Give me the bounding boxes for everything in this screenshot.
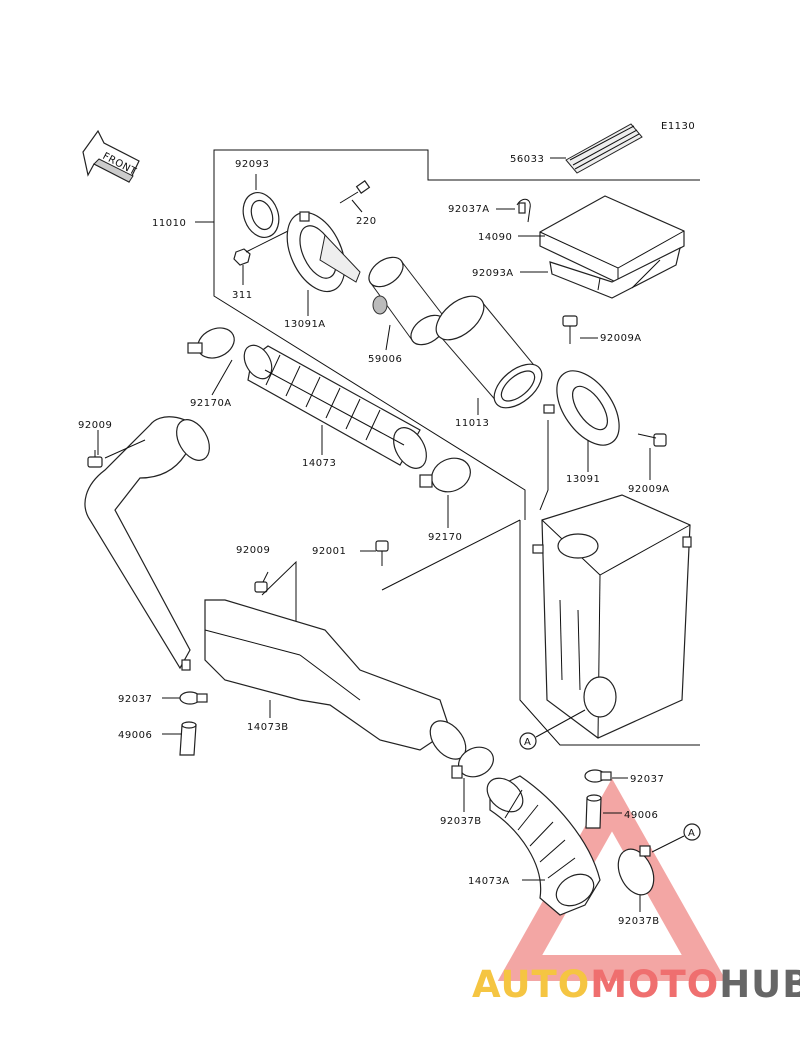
callout-a-left-text: A bbox=[524, 737, 531, 748]
seal-ring-part bbox=[242, 192, 280, 238]
lower-duct-part bbox=[204, 599, 467, 760]
label-14090: 14090 bbox=[478, 232, 512, 243]
intake-duct-part bbox=[243, 344, 427, 469]
label-13091a: 13091A bbox=[284, 319, 326, 330]
inlet-duct-part bbox=[84, 416, 210, 671]
label-92009-mid: 92009 bbox=[236, 545, 270, 556]
label-92037b-right: 92037B bbox=[618, 916, 660, 927]
diagram-code: E1130 bbox=[661, 121, 695, 132]
bolt-part bbox=[339, 180, 371, 204]
label-59006: 59006 bbox=[368, 354, 402, 365]
clip-part bbox=[516, 198, 531, 223]
label-92009a-bottom: 92009A bbox=[628, 484, 670, 495]
part-labels: E1130 56033 92093 11010 220 92037A 14090… bbox=[78, 121, 695, 927]
end-plate-part bbox=[543, 370, 620, 446]
callout-a-right-text: A bbox=[688, 828, 695, 839]
label-92009-left: 92009 bbox=[78, 420, 112, 431]
hose-clamp-part bbox=[451, 746, 494, 779]
label-92037-left: 92037 bbox=[118, 694, 152, 705]
label-56033: 56033 bbox=[510, 154, 544, 165]
assembly-bracket bbox=[195, 149, 700, 746]
callout-a-right: A bbox=[651, 823, 701, 853]
label-49006-right: 49006 bbox=[624, 810, 658, 821]
label-92037a: 92037A bbox=[448, 204, 490, 215]
leader-lines bbox=[97, 157, 651, 912]
label-11013: 11013 bbox=[455, 418, 489, 429]
screw-part bbox=[562, 315, 578, 344]
watermark-hub: HUB bbox=[719, 963, 800, 1006]
hose-clamp-part bbox=[187, 327, 235, 359]
drain-tube-part bbox=[585, 794, 602, 829]
decal-part bbox=[565, 123, 643, 174]
label-92037-right: 92037 bbox=[630, 774, 664, 785]
screw-part bbox=[87, 450, 103, 468]
label-11010: 11010 bbox=[152, 218, 186, 229]
watermark-moto: MOTO bbox=[590, 963, 719, 1006]
label-49006-left: 49006 bbox=[118, 730, 152, 741]
screw-part bbox=[254, 560, 297, 650]
watermark-logo: AUTOMOTOHUB bbox=[472, 963, 800, 1006]
label-13091: 13091 bbox=[566, 474, 600, 485]
holder-plate-part bbox=[286, 211, 361, 293]
label-311: 311 bbox=[232, 290, 253, 301]
label-92093a: 92093A bbox=[472, 268, 514, 279]
label-92170a: 92170A bbox=[190, 398, 232, 409]
label-92009a-top: 92009A bbox=[600, 333, 642, 344]
hose-clamp-part bbox=[419, 457, 471, 493]
label-14073: 14073 bbox=[302, 458, 336, 469]
screw-part bbox=[637, 433, 667, 447]
small-clamp-part bbox=[584, 769, 612, 783]
hose-clamp-part bbox=[617, 845, 655, 896]
airbox-cover-part bbox=[539, 195, 685, 299]
foam-filter-part bbox=[435, 295, 543, 409]
label-92093: 92093 bbox=[235, 159, 269, 170]
svg-text:AUTOMOTOHUB: AUTOMOTOHUB bbox=[472, 963, 800, 1006]
filter-element-part bbox=[368, 256, 446, 346]
front-arrow-icon: FRONT bbox=[82, 129, 140, 183]
screw-part bbox=[375, 519, 521, 591]
watermark-auto: AUTO bbox=[472, 963, 590, 1006]
label-14073b: 14073B bbox=[247, 722, 289, 733]
callout-a-left: A bbox=[519, 709, 586, 750]
label-220: 220 bbox=[356, 216, 377, 227]
airbox-housing-part bbox=[532, 494, 692, 739]
elbow-duct-part bbox=[486, 775, 601, 916]
label-92037b-left: 92037B bbox=[440, 816, 482, 827]
small-clamp-part bbox=[179, 691, 208, 705]
label-92170: 92170 bbox=[428, 532, 462, 543]
label-92001: 92001 bbox=[312, 546, 346, 557]
drain-tube-part bbox=[179, 721, 197, 756]
label-14073a: 14073A bbox=[468, 876, 510, 887]
